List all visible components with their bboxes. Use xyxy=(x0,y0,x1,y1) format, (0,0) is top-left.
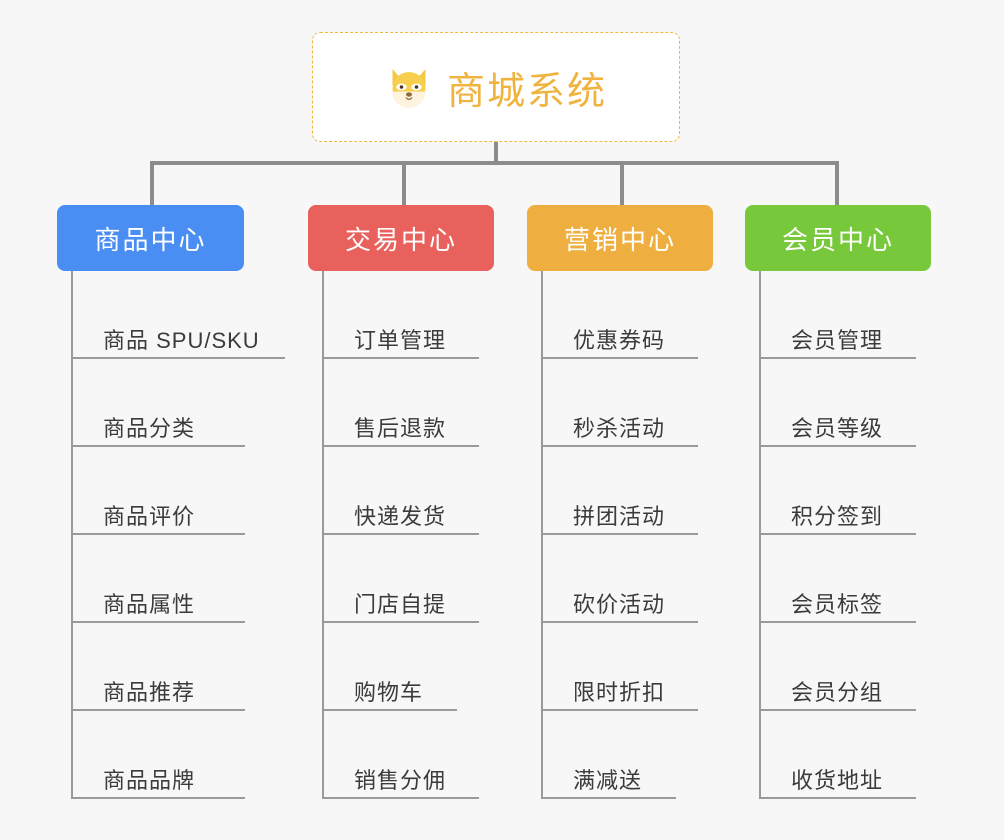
category-label: 交易中心 xyxy=(344,224,457,255)
leaf-label: 限时折扣 xyxy=(573,679,666,705)
list-item[interactable]: 会员管理 xyxy=(761,271,916,359)
list-item[interactable]: 商品 SPU/SKU xyxy=(73,271,285,359)
leaf-list: 优惠券码 秒杀活动 拼团活动 砍价活动 限时折扣 满减送 xyxy=(543,271,747,799)
leaf-label: 商品属性 xyxy=(103,591,196,617)
leaf-label: 优惠券码 xyxy=(573,327,666,353)
leaf-list: 商品 SPU/SKU 商品分类 商品评价 商品属性 商品推荐 商品品牌 xyxy=(73,271,317,799)
category-header-product[interactable]: 商品中心 xyxy=(57,205,244,271)
leaf-label: 商品分类 xyxy=(103,415,196,441)
list-item[interactable]: 拼团活动 xyxy=(543,447,698,535)
root-title: 商城系统 xyxy=(446,70,607,113)
list-item[interactable]: 快递发货 xyxy=(324,447,479,535)
list-item[interactable]: 积分签到 xyxy=(761,447,916,535)
leaf-spine-wrap: 会员管理 会员等级 积分签到 会员标签 会员分组 收货地址 xyxy=(759,271,965,799)
leaf-label: 会员标签 xyxy=(791,591,884,617)
leaf-label: 会员分组 xyxy=(791,679,884,705)
leaf-label: 秒杀活动 xyxy=(573,415,666,441)
list-item[interactable]: 满减送 xyxy=(543,711,676,799)
leaf-spine xyxy=(541,271,543,799)
leaf-label: 满减送 xyxy=(573,767,643,793)
leaf-label: 门店自提 xyxy=(354,591,447,617)
leaf-label: 订单管理 xyxy=(354,327,447,353)
leaf-label: 商品品牌 xyxy=(103,767,196,793)
list-item[interactable]: 订单管理 xyxy=(324,271,479,359)
category-column-marketing: 营销中心 优惠券码 秒杀活动 拼团活动 砍价活动 限时折扣 xyxy=(527,205,747,799)
list-item[interactable]: 售后退款 xyxy=(324,359,479,447)
leaf-label: 购物车 xyxy=(354,679,424,705)
list-item[interactable]: 限时折扣 xyxy=(543,623,698,711)
connector-drop-3 xyxy=(835,161,839,205)
leaf-label: 会员管理 xyxy=(791,327,884,353)
connector-horizontal-bus xyxy=(150,161,837,165)
list-item[interactable]: 砍价活动 xyxy=(543,535,698,623)
category-label: 商品中心 xyxy=(94,224,207,255)
category-label: 营销中心 xyxy=(563,224,676,255)
leaf-label: 商品 SPU/SKU xyxy=(103,327,260,353)
leaf-spine xyxy=(759,271,761,799)
category-header-trade[interactable]: 交易中心 xyxy=(308,205,494,271)
leaf-label: 积分签到 xyxy=(791,503,884,529)
leaf-spine-wrap: 订单管理 售后退款 快递发货 门店自提 购物车 销售分佣 xyxy=(322,271,528,799)
leaf-label: 商品评价 xyxy=(103,503,196,529)
root-node[interactable]: 商城系统 xyxy=(312,32,680,142)
list-item[interactable]: 商品推荐 xyxy=(73,623,245,711)
list-item[interactable]: 购物车 xyxy=(324,623,457,711)
list-item[interactable]: 商品品牌 xyxy=(73,711,245,799)
leaf-label: 商品推荐 xyxy=(103,679,196,705)
list-item[interactable]: 收货地址 xyxy=(761,711,916,799)
category-label: 会员中心 xyxy=(781,224,894,255)
list-item[interactable]: 会员标签 xyxy=(761,535,916,623)
list-item[interactable]: 销售分佣 xyxy=(324,711,479,799)
leaf-label: 拼团活动 xyxy=(573,503,666,529)
connector-drop-1 xyxy=(402,161,406,205)
leaf-spine xyxy=(322,271,324,799)
leaf-label: 售后退款 xyxy=(354,415,447,441)
leaf-label: 砍价活动 xyxy=(573,591,666,617)
shiba-inu-dog-icon xyxy=(385,63,433,111)
list-item[interactable]: 商品属性 xyxy=(73,535,245,623)
category-column-product: 商品中心 商品 SPU/SKU 商品分类 商品评价 商品属性 商品推荐 xyxy=(57,205,317,799)
connector-root-stem xyxy=(494,142,498,164)
category-header-member[interactable]: 会员中心 xyxy=(745,205,931,271)
list-item[interactable]: 门店自提 xyxy=(324,535,479,623)
list-item[interactable]: 优惠券码 xyxy=(543,271,698,359)
connector-drop-2 xyxy=(620,161,624,205)
category-column-trade: 交易中心 订单管理 售后退款 快递发货 门店自提 购物车 xyxy=(308,205,528,799)
list-item[interactable]: 商品分类 xyxy=(73,359,245,447)
leaf-list: 订单管理 售后退款 快递发货 门店自提 购物车 销售分佣 xyxy=(324,271,528,799)
list-item[interactable]: 秒杀活动 xyxy=(543,359,698,447)
list-item[interactable]: 会员等级 xyxy=(761,359,916,447)
list-item[interactable]: 商品评价 xyxy=(73,447,245,535)
leaf-label: 销售分佣 xyxy=(354,767,447,793)
connector-drop-0 xyxy=(150,161,154,205)
leaf-label: 快递发货 xyxy=(354,503,447,529)
category-header-marketing[interactable]: 营销中心 xyxy=(527,205,713,271)
leaf-spine-wrap: 优惠券码 秒杀活动 拼团活动 砍价活动 限时折扣 满减送 xyxy=(541,271,747,799)
leaf-label: 会员等级 xyxy=(791,415,884,441)
leaf-list: 会员管理 会员等级 积分签到 会员标签 会员分组 收货地址 xyxy=(761,271,965,799)
category-column-member: 会员中心 会员管理 会员等级 积分签到 会员标签 会员分组 xyxy=(745,205,965,799)
leaf-spine xyxy=(71,271,73,799)
list-item[interactable]: 会员分组 xyxy=(761,623,916,711)
leaf-label: 收货地址 xyxy=(791,767,884,793)
leaf-spine-wrap: 商品 SPU/SKU 商品分类 商品评价 商品属性 商品推荐 商品品牌 xyxy=(71,271,317,799)
